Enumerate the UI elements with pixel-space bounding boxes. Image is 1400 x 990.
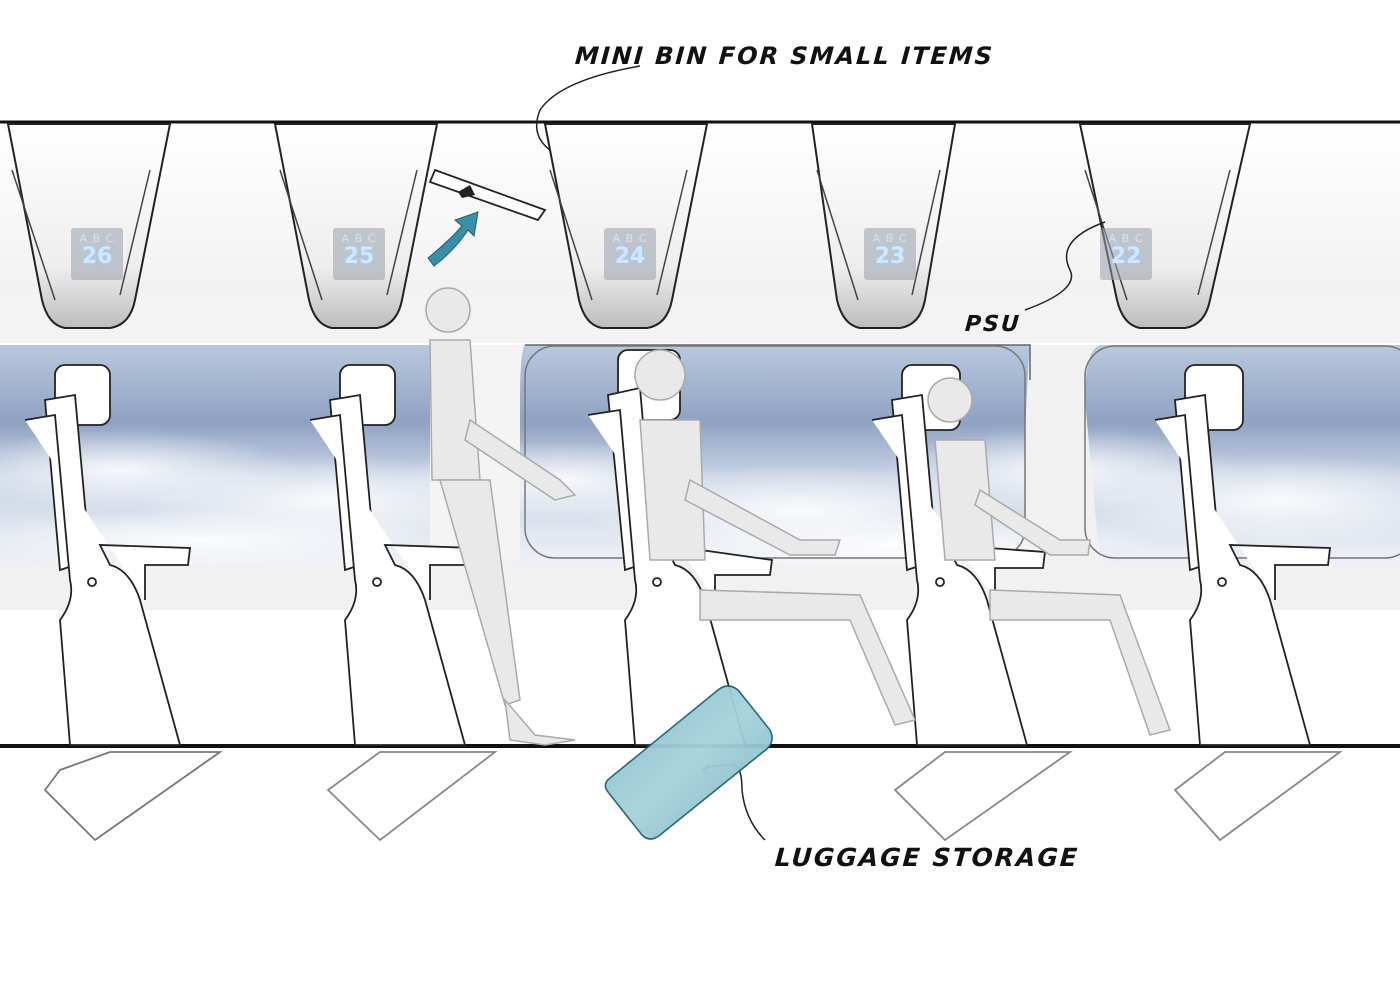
standing-passenger — [425, 287, 577, 746]
seat-26[interactable] — [24, 364, 223, 842]
row-number: 25 — [343, 244, 375, 269]
open-arrow-icon — [427, 211, 479, 267]
overhead-bin-26[interactable] — [6, 123, 172, 329]
overhead-bin-23[interactable] — [810, 123, 957, 329]
psu-annotation: PSU — [964, 312, 1022, 337]
psu-leader — [1024, 221, 1106, 311]
bin-label-26: A B C 26 — [71, 228, 123, 280]
seat-letters: A B C — [612, 232, 648, 245]
bin-label-25: A B C 25 — [333, 228, 385, 280]
mini-bin[interactable] — [428, 168, 547, 222]
row-number: 24 — [614, 244, 646, 269]
mini-bin-leader — [535, 65, 641, 151]
seat-25[interactable] — [309, 364, 498, 842]
bin-label-23: A B C 23 — [864, 228, 916, 280]
overhead-bin-24[interactable] — [543, 123, 709, 329]
overhead-bin-25[interactable] — [273, 123, 439, 329]
row-number: 23 — [874, 244, 906, 269]
seat-23[interactable] — [871, 364, 1073, 842]
seat-22[interactable] — [1154, 364, 1343, 842]
seat-letters: A B C — [872, 232, 908, 245]
bin-label-24: A B C 24 — [604, 228, 656, 280]
luggage-storage[interactable] — [604, 685, 773, 840]
seat-letters: A B C — [1108, 232, 1144, 245]
bin-label-22: A B C 22 — [1100, 228, 1152, 280]
row-number: 22 — [1110, 244, 1142, 269]
seat-letters: A B C — [79, 232, 115, 245]
row-number: 26 — [81, 244, 113, 269]
seated-passenger-24 — [634, 349, 917, 726]
seats — [24, 349, 1343, 842]
seated-passenger-23 — [927, 377, 1171, 736]
seat-letters: A B C — [341, 232, 377, 245]
passengers — [425, 287, 1171, 746]
luggage-annotation: LUGGAGE STORAGE — [773, 843, 1081, 872]
mini-bin-annotation: MINI BIN FOR SMALL ITEMS — [574, 42, 996, 70]
